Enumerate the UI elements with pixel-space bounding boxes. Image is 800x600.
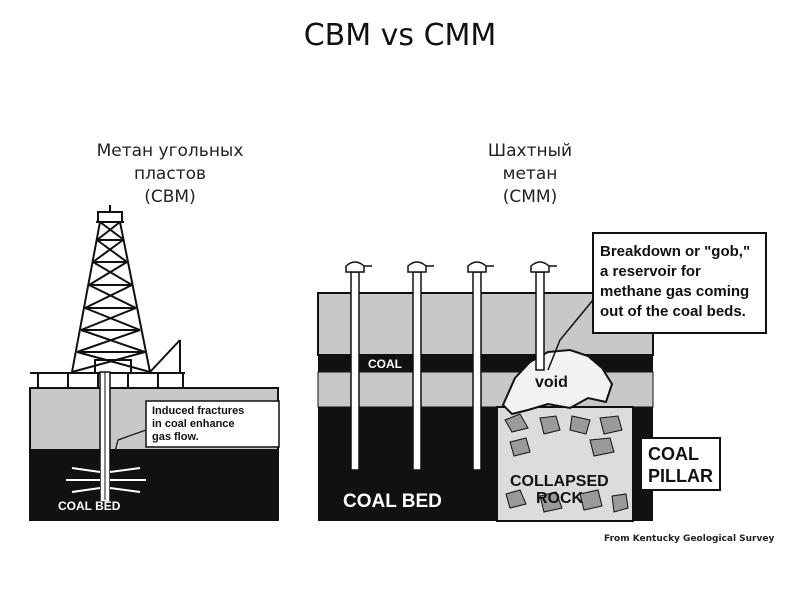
collapsed-label-line1: COLLAPSED (510, 473, 609, 490)
cbm-coal-bed-label: COAL BED (58, 499, 121, 513)
pillar-label-line2: PILLAR (648, 466, 713, 486)
rubble (504, 413, 629, 513)
cbm-callout-line1: Induced fractures (152, 405, 244, 417)
induced-fractures (66, 467, 146, 493)
cmm-caption: Шахтный метан (CMM) (445, 140, 615, 209)
coal-pillar-box (640, 437, 721, 491)
cbm-diagram: Induced fractures in coal enhance gas fl… (29, 205, 280, 521)
source-credit: From Kentucky Geological Survey (604, 534, 775, 544)
cmm-caption-line2: метан (502, 164, 558, 184)
cbm-caption-line1: Метан угольных (96, 141, 244, 161)
cmm-callout-line2: a reservoir for (600, 263, 701, 280)
cbm-callout-line2: in coal enhance (152, 418, 235, 430)
derrick-tower (71, 205, 181, 373)
cmm-callout-box (592, 232, 767, 334)
slide-title: CBM vs CMM (303, 18, 497, 53)
cbm-callout-box (145, 400, 280, 448)
cbm-caption-line2: пластов (133, 164, 207, 184)
cmm-callout-line4: out of the coal beds. (600, 303, 746, 320)
cbm-callout-pointer (109, 429, 147, 471)
cmm-callout-pointer (547, 299, 594, 371)
cmm-coal-label: COAL (368, 357, 402, 371)
cbm-coal-bed (29, 449, 279, 521)
cmm-diagram: Breakdown or "gob," a reservoir for meth… (317, 232, 767, 522)
cbm-caption: Метан угольных пластов (CBM) (60, 140, 280, 209)
cbm-caption-line3: (CBM) (144, 187, 196, 207)
cmm-callout-line3: methane gas coming (600, 283, 749, 300)
cmm-caption-line1: Шахтный (487, 141, 573, 161)
cmm-coal-bed-label: COAL BED (343, 491, 442, 512)
cmm-caption-line3: (CMM) (502, 187, 558, 207)
cbm-callout-line3: gas flow. (152, 431, 199, 443)
cmm-wellheads (345, 261, 557, 273)
collapsed-label-line2: ROCK (536, 490, 584, 507)
pillar-label-line1: COAL (648, 444, 699, 464)
void-label: void (535, 374, 568, 391)
cmm-callout-line1: Breakdown or "gob," (600, 243, 750, 260)
